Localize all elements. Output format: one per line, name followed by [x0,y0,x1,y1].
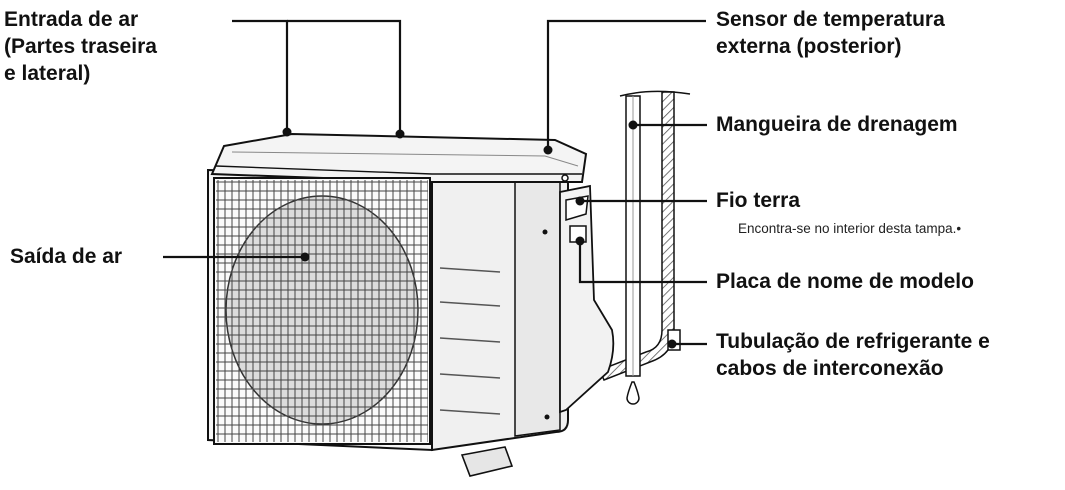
grille-bars [216,180,428,442]
fan-disc [225,195,419,425]
drain-hose [625,95,641,405]
label-drain-hose: Mangueira de drenagem [716,113,958,136]
label-air-outlet: Saída de ar [10,245,123,268]
label-air-inlet: Entrada de ar (Partes traseira e lateral… [4,8,157,85]
leader-dots [282,120,677,349]
label-temperature-sensor: Sensor de temperatura externa (posterior… [716,8,945,58]
ground-wire-note: Encontra-se no interior desta tampa.• [738,221,962,236]
side-panel [514,177,561,437]
label-ground-wire: Fio terra [716,189,801,212]
leader-lines [163,19,707,346]
label-nameplate: Placa de nome de modelo [716,270,974,293]
front-vent-slots [439,267,501,415]
top-panel [210,132,588,183]
label-refrigerant-piping: Tubulação de refrigerante e cabos de int… [716,330,990,380]
